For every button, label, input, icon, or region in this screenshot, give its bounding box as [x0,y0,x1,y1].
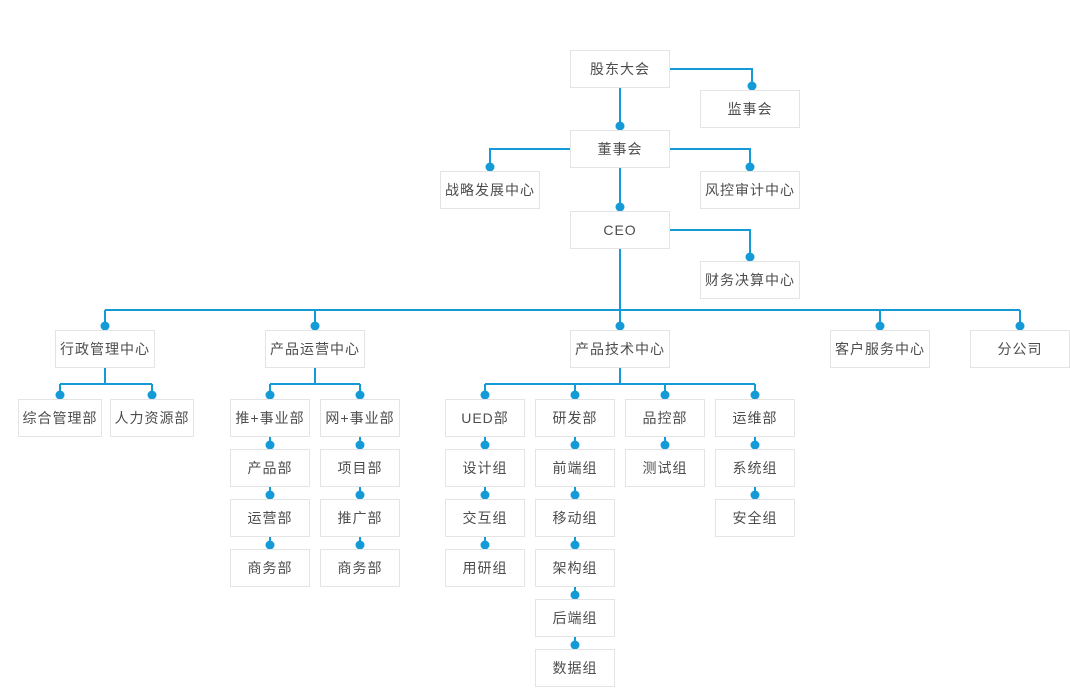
node-branch-company: 分公司 [970,330,1070,368]
node-backend-group: 后端组 [535,599,615,637]
node-qc-dept: 品控部 [625,399,705,437]
node-product-ops-center: 产品运营中心 [265,330,365,368]
node-design-group: 设计组 [445,449,525,487]
node-risk-audit-center: 风控审计中心 [700,171,800,209]
node-ued-dept: UED部 [445,399,525,437]
node-business-dept-1: 商务部 [230,549,310,587]
node-frontend-group: 前端组 [535,449,615,487]
node-general-admin-dept: 综合管理部 [18,399,102,437]
node-om-dept: 运维部 [715,399,795,437]
node-business-dept-2: 商务部 [320,549,400,587]
node-product-dept: 产品部 [230,449,310,487]
node-project-dept: 项目部 [320,449,400,487]
node-supervisory-board: 监事会 [700,90,800,128]
node-shareholders-meeting: 股东大会 [570,50,670,88]
node-architecture-group: 架构组 [535,549,615,587]
node-security-group: 安全组 [715,499,795,537]
node-hr-dept: 人力资源部 [110,399,194,437]
node-operation-dept: 运营部 [230,499,310,537]
node-admin-center: 行政管理中心 [55,330,155,368]
node-board-of-directors: 董事会 [570,130,670,168]
node-product-tech-center: 产品技术中心 [570,330,670,368]
node-rd-dept: 研发部 [535,399,615,437]
node-mobile-group: 移动组 [535,499,615,537]
node-tui-division: 推+事业部 [230,399,310,437]
node-promotion-dept: 推广部 [320,499,400,537]
node-interaction-group: 交互组 [445,499,525,537]
node-strategy-center: 战略发展中心 [440,171,540,209]
node-testing-group: 测试组 [625,449,705,487]
node-ceo: CEO [570,211,670,249]
node-wang-division: 网+事业部 [320,399,400,437]
node-data-group: 数据组 [535,649,615,687]
node-system-group: 系统组 [715,449,795,487]
node-finance-center: 财务决算中心 [700,261,800,299]
node-customer-service-center: 客户服务中心 [830,330,930,368]
node-user-research-group: 用研组 [445,549,525,587]
